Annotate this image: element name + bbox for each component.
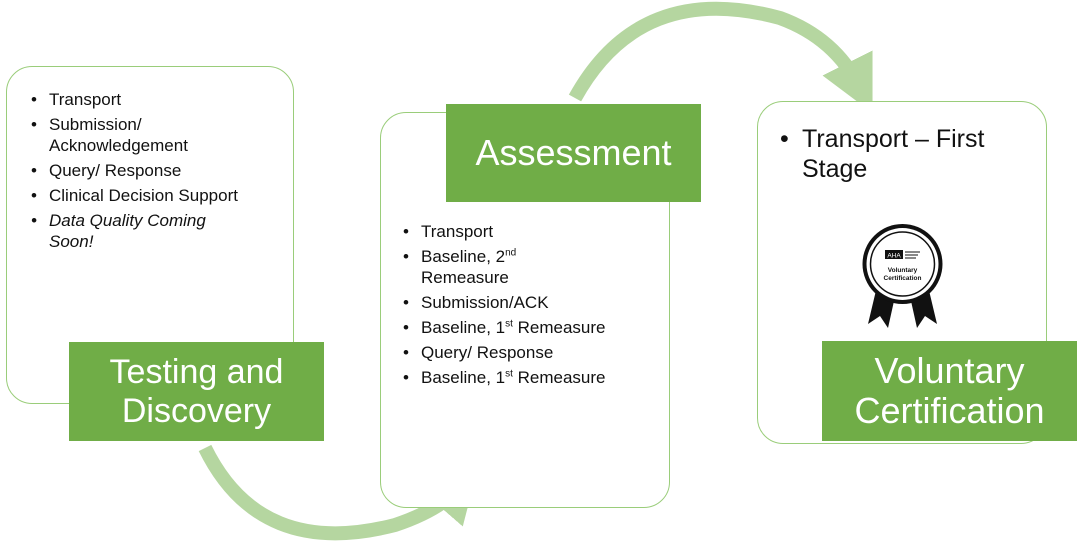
- badge-text-2: Certification: [884, 275, 922, 282]
- list-item: Transport: [401, 221, 666, 242]
- list-item: Submission/Acknowledgement: [29, 114, 289, 156]
- badge-logo: AHA: [887, 253, 901, 260]
- certification-label-line2: Certification: [854, 390, 1045, 431]
- list-item: Clinical Decision Support: [29, 185, 289, 206]
- list-item: Query/ Response: [401, 342, 666, 363]
- certification-label: Voluntary Certification: [822, 341, 1077, 441]
- testing-label: Testing and Discovery: [69, 342, 324, 441]
- arrow-assessment-to-certification: [568, 1, 873, 114]
- assessment-label: Assessment: [446, 104, 701, 202]
- testing-label-line2: Discovery: [121, 391, 272, 430]
- list-item: Transport: [29, 89, 289, 110]
- badge-text-1: Voluntary: [888, 267, 918, 274]
- list-item: Submission/ACK: [401, 292, 666, 313]
- list-item: Baseline, 1st Remeasure: [401, 367, 666, 388]
- certification-badge: AHA Voluntary Certification: [862, 224, 943, 328]
- list-item: Query/ Response: [29, 160, 289, 181]
- testing-card: Transport Submission/Acknowledgement Que…: [6, 66, 294, 404]
- list-item: Baseline, 1st Remeasure: [401, 317, 666, 338]
- testing-label-line1: Testing and: [109, 352, 284, 391]
- certification-label-line1: Voluntary: [874, 350, 1025, 391]
- testing-list: Transport Submission/Acknowledgement Que…: [29, 89, 289, 256]
